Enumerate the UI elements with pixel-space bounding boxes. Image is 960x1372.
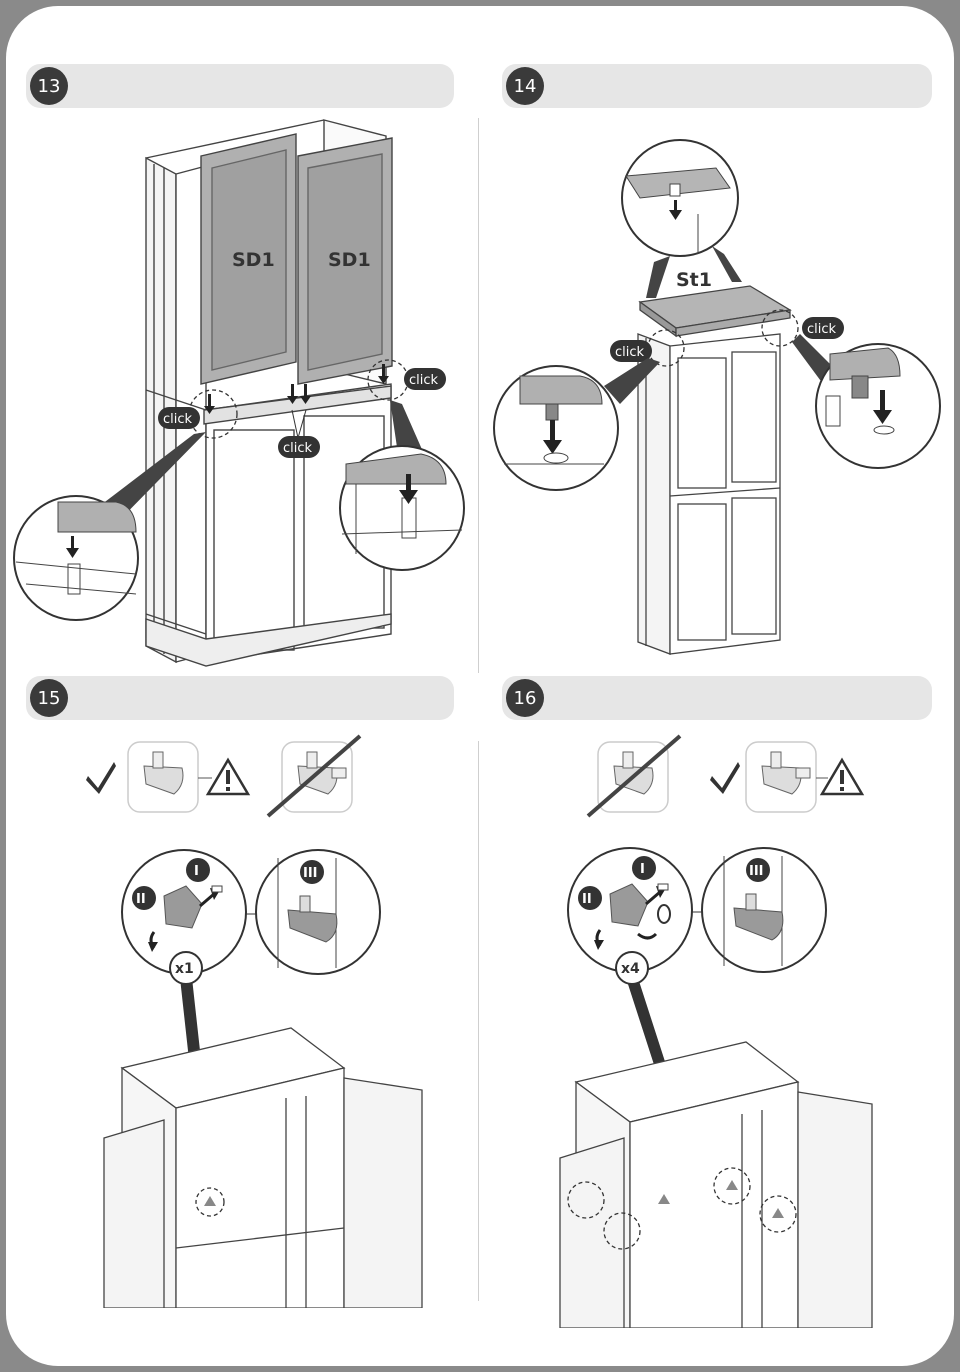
step-13-illustration: SD1 SD1 click click click	[13, 119, 465, 667]
detail-install-clip: I II	[121, 849, 247, 975]
open-cabinet	[103, 1027, 423, 1308]
column-divider-top	[478, 118, 479, 673]
roman-numeral-iii: III	[749, 864, 764, 879]
click-callout-left: click	[158, 407, 200, 429]
roman-numeral-ii: II	[136, 892, 146, 907]
roman-numeral-iii: III	[303, 866, 318, 881]
panel-label-sd1-left: SD1	[232, 249, 275, 271]
detail-view-left	[13, 495, 139, 621]
step-16-illustration: I II III x4	[559, 734, 873, 1328]
step-16-number: 16	[506, 679, 544, 717]
step-15-header: 15	[26, 676, 454, 720]
panel-label-sd1-right: SD1	[328, 249, 371, 271]
step-14-header: 14	[502, 64, 932, 108]
quantity-badge: x4	[615, 951, 649, 985]
quantity-badge: x1	[169, 951, 203, 985]
svg-text:click: click	[615, 345, 645, 360]
svg-text:x4: x4	[621, 961, 640, 977]
roman-numeral-ii: II	[582, 892, 592, 907]
sd1-panel-right	[297, 137, 393, 385]
open-cabinet	[559, 1041, 873, 1328]
top-panel-st1	[638, 285, 792, 338]
detail-install-clip: I II	[567, 847, 693, 973]
click-callout-right: click	[802, 317, 844, 339]
sd1-panel-left	[200, 133, 297, 385]
top-label-st1: St1	[676, 269, 712, 291]
detail-view-right	[815, 343, 941, 469]
detail-view-right	[339, 445, 465, 571]
instruction-page: 13 14 15 16	[6, 6, 954, 1366]
prohibited-icon	[586, 734, 682, 818]
shelf-clip-correct	[127, 741, 199, 813]
svg-text:click: click	[163, 412, 193, 427]
detail-view-top	[621, 139, 739, 257]
step-15-number: 15	[30, 679, 68, 717]
svg-text:x1: x1	[175, 961, 194, 977]
click-callout-right: click	[404, 368, 446, 390]
roman-numeral-i: I	[640, 862, 645, 877]
warning-icon	[205, 757, 251, 796]
prohibited-icon	[266, 734, 362, 818]
roman-numeral-i: I	[194, 864, 199, 879]
tall-cabinet	[637, 333, 781, 655]
svg-text:click: click	[283, 441, 313, 456]
step-16-header: 16	[502, 676, 932, 720]
detail-view-left	[493, 365, 619, 491]
warning-icon	[819, 757, 865, 796]
shelf-clip-correct	[745, 741, 817, 813]
step-14-number: 14	[506, 67, 544, 105]
step-14-illustration: St1 click click	[493, 139, 941, 655]
column-divider-bottom	[478, 741, 479, 1301]
detail-installed-clip: III	[255, 849, 381, 975]
step-13-number: 13	[30, 67, 68, 105]
svg-text:click: click	[807, 322, 837, 337]
checkmark-icon	[86, 762, 116, 794]
arrow-down-icon	[204, 364, 389, 414]
step-15-illustration: I II III x1	[86, 734, 423, 1308]
step-13-header: 13	[26, 64, 454, 108]
click-callout-center: click	[278, 436, 320, 458]
svg-text:click: click	[409, 373, 439, 388]
detail-installed-clip: III	[701, 847, 827, 973]
checkmark-icon	[710, 762, 740, 794]
click-callout-left: click	[610, 340, 652, 362]
